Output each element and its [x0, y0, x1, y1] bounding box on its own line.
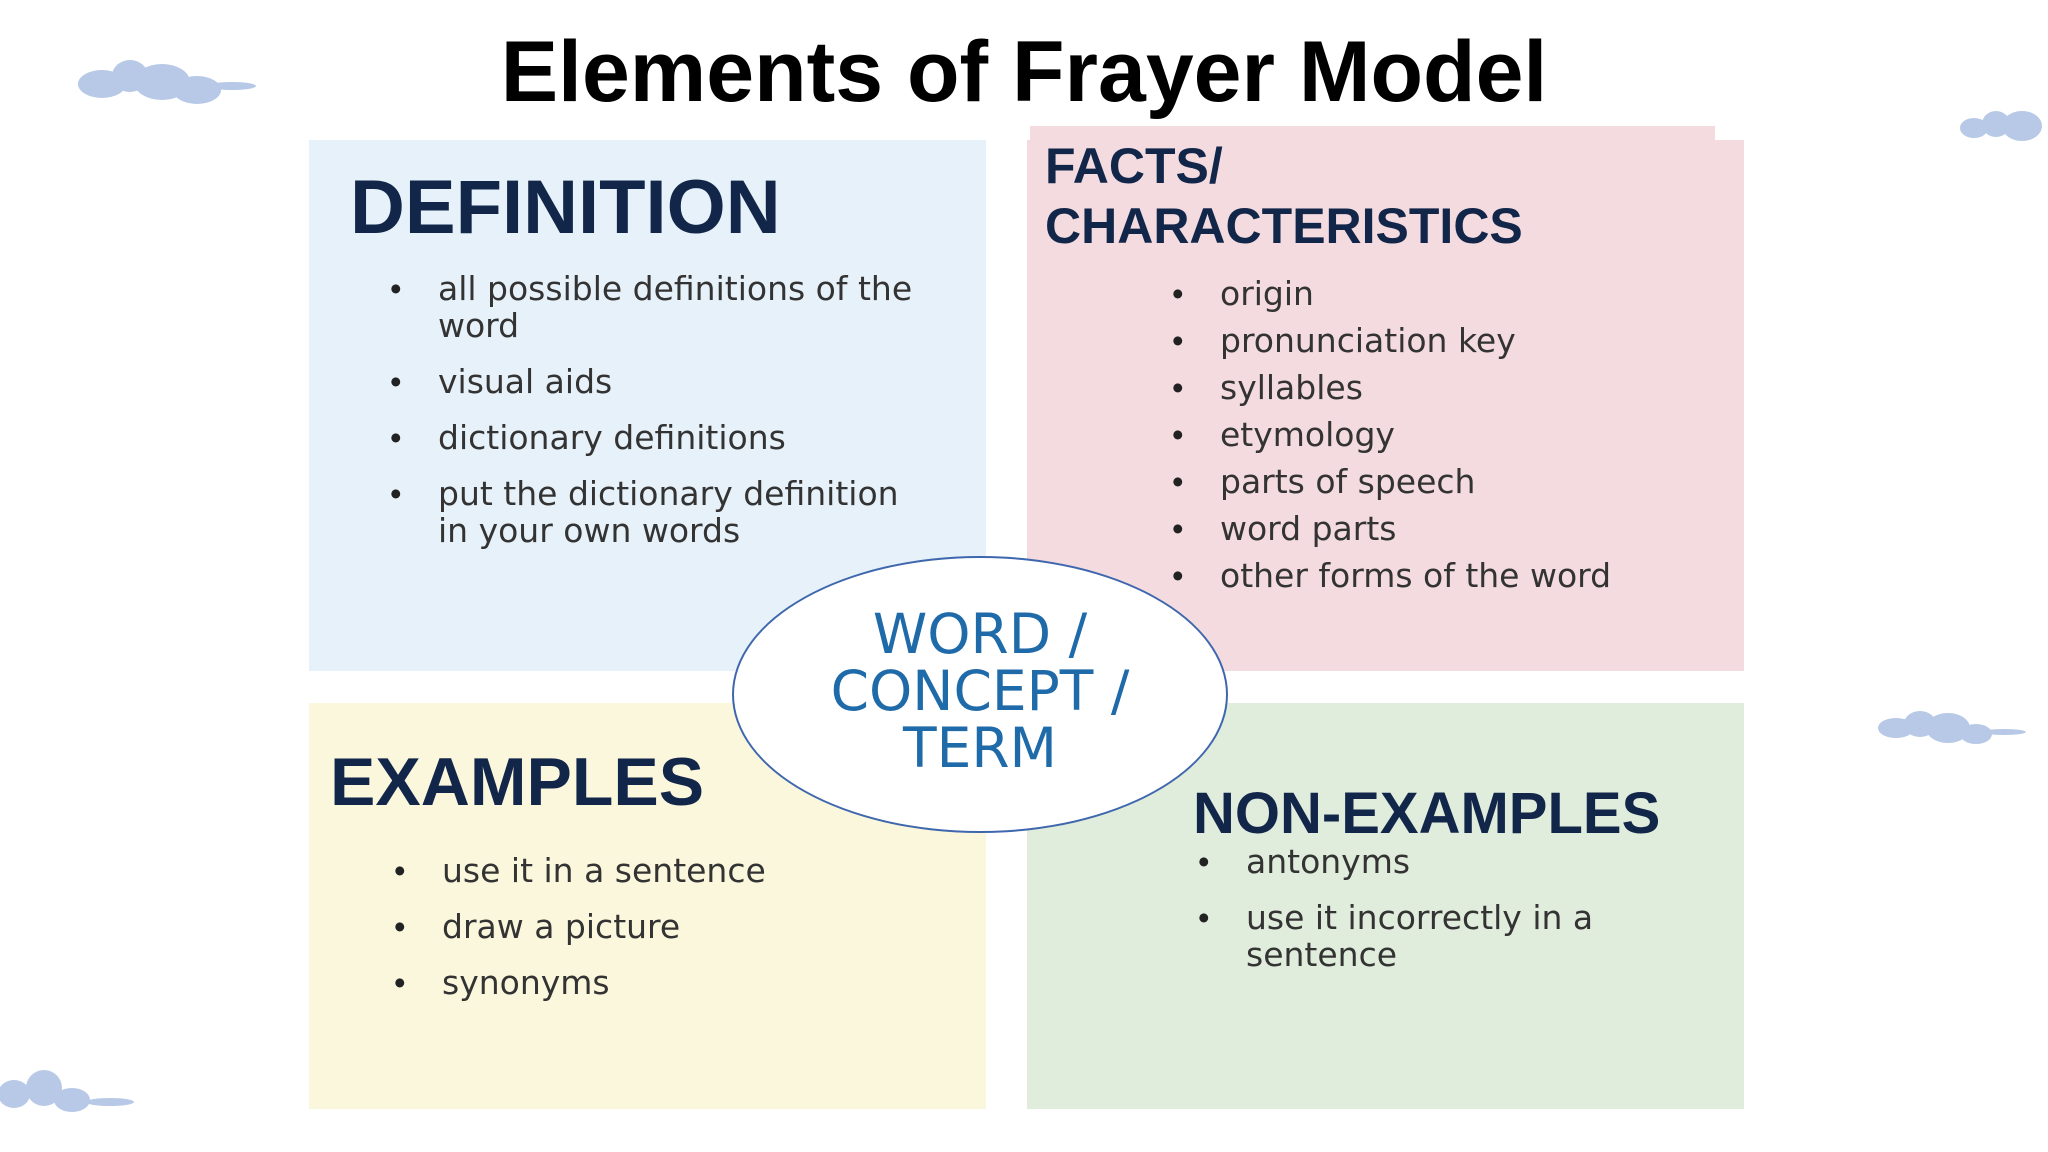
list-item: origin — [1172, 270, 1692, 317]
list-item: draw a picture — [394, 899, 914, 955]
definition-list: all possible definitions of the word vis… — [390, 270, 930, 568]
center-label: WORD / CONCEPT / TERM — [760, 606, 1200, 777]
facts-heading-line2: CHARACTERISTICS — [1045, 198, 1523, 254]
center-line3: TERM — [902, 716, 1058, 780]
list-item: other forms of the word — [1172, 552, 1692, 599]
center-line1: WORD / — [872, 602, 1088, 666]
list-item: word parts — [1172, 505, 1692, 552]
examples-heading: EXAMPLES — [330, 744, 705, 820]
list-item: etymology — [1172, 411, 1692, 458]
list-item: pronunciation key — [1172, 317, 1692, 364]
examples-list: use it in a sentence draw a picture syno… — [394, 843, 914, 1011]
cloud-icon — [1960, 111, 2042, 141]
center-line2: CONCEPT / — [830, 659, 1130, 723]
cloud-icon — [78, 60, 256, 104]
facts-heading-line1: FACTS/ — [1045, 138, 1223, 194]
non-examples-heading: NON-EXAMPLES — [1193, 781, 1661, 846]
list-item: all possible definitions of the word — [390, 270, 930, 344]
cloud-icon — [1878, 711, 2026, 744]
facts-list: origin pronunciation key syllables etymo… — [1172, 270, 1692, 599]
list-item: antonyms — [1198, 843, 1658, 880]
list-item: use it in a sentence — [394, 843, 914, 899]
list-item: syllables — [1172, 364, 1692, 411]
cloud-icon — [0, 1070, 134, 1112]
list-item: dictionary definitions — [390, 419, 930, 456]
definition-heading: DEFINITION — [350, 165, 781, 250]
list-item: parts of speech — [1172, 458, 1692, 505]
list-item: visual aids — [390, 363, 930, 400]
facts-heading: FACTS/ CHARACTERISTICS — [1045, 136, 1523, 256]
list-item: put the dictionary definition in your ow… — [390, 475, 930, 549]
non-examples-list: antonyms use it incorrectly in a sentenc… — [1198, 843, 1658, 992]
center-oval — [732, 556, 1228, 833]
list-item: synonyms — [394, 955, 914, 1011]
page-title: Elements of Frayer Model — [500, 24, 1548, 120]
list-item: use it incorrectly in a sentence — [1198, 899, 1658, 973]
